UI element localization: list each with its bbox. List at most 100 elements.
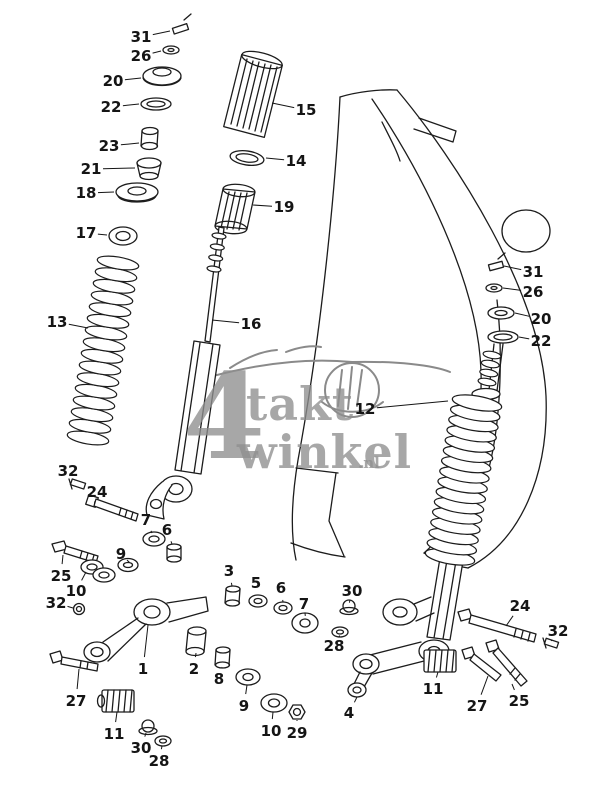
spring-coils xyxy=(66,232,503,566)
part-label-31: 31 xyxy=(523,263,544,281)
leader-line-20 xyxy=(514,312,530,317)
leader-line-12 xyxy=(376,400,449,409)
leader-line-11 xyxy=(115,711,118,723)
part-label-5: 5 xyxy=(251,574,261,592)
part-label-30: 30 xyxy=(342,582,363,600)
part-label-27: 27 xyxy=(66,692,87,710)
part-label-13: 13 xyxy=(47,313,68,331)
part-label-19: 19 xyxy=(274,198,295,216)
leader-line-25 xyxy=(61,554,64,565)
leader-line-15 xyxy=(271,102,295,109)
leader-line-26 xyxy=(502,287,522,291)
bottom-link-right xyxy=(423,608,560,687)
leader-line-30 xyxy=(144,732,147,737)
leader-line-30 xyxy=(348,599,351,603)
part-label-16: 16 xyxy=(241,315,262,333)
leader-line-22 xyxy=(122,103,140,107)
leader-line-21 xyxy=(102,167,136,170)
leader-line-11 xyxy=(435,671,439,678)
part-label-11: 11 xyxy=(104,725,125,743)
bottom-link-left xyxy=(49,478,359,747)
watermark-numeral: 4 xyxy=(183,347,265,486)
watermark: 4 takt winkel .nl xyxy=(183,347,412,486)
part-label-29: 29 xyxy=(287,724,308,742)
leader-line-31 xyxy=(503,265,522,271)
part-label-3: 3 xyxy=(224,562,234,580)
leader-line-1 xyxy=(143,624,149,658)
part-label-2: 2 xyxy=(189,660,199,678)
part-label-32: 32 xyxy=(46,594,67,612)
part-label-21: 21 xyxy=(81,160,102,178)
part-label-1: 1 xyxy=(138,660,148,678)
part-label-4: 4 xyxy=(344,704,354,722)
part-label-17: 17 xyxy=(76,224,97,242)
leader-line-24 xyxy=(93,500,96,504)
leader-line-32 xyxy=(550,639,553,642)
leader-line-3 xyxy=(230,582,233,587)
leader-line-9 xyxy=(126,559,130,563)
damper-assembly xyxy=(145,50,283,520)
part-label-31: 31 xyxy=(131,28,152,46)
part-label-6: 6 xyxy=(162,521,172,539)
leader-line-28 xyxy=(338,635,341,638)
leader-line-27 xyxy=(76,668,80,690)
leader-line-19 xyxy=(252,204,273,207)
leader-line-9 xyxy=(245,684,248,695)
handlebar-art xyxy=(212,345,451,418)
part-label-27: 27 xyxy=(467,697,488,715)
part-label-7: 7 xyxy=(299,595,309,613)
leader-line-7 xyxy=(150,530,153,534)
part-label-22: 22 xyxy=(531,332,552,350)
part-label-8: 8 xyxy=(214,670,224,688)
leader-line-31 xyxy=(152,30,171,36)
leader-line-32 xyxy=(67,605,74,609)
part-label-9: 9 xyxy=(239,697,249,715)
part-label-30: 30 xyxy=(131,739,152,757)
part-label-10: 10 xyxy=(261,722,282,740)
part-label-6: 6 xyxy=(276,579,286,597)
part-label-12: 12 xyxy=(355,400,376,418)
leader-line-13 xyxy=(68,323,89,329)
watermark-word-top: takt xyxy=(246,377,354,431)
part-label-24: 24 xyxy=(510,597,531,615)
part-label-15: 15 xyxy=(296,101,317,119)
part-label-25: 25 xyxy=(509,692,530,710)
steering-stem-parts xyxy=(108,13,192,246)
rear-fork-leg xyxy=(347,252,519,698)
leader-line-24 xyxy=(505,615,514,627)
leader-line-17 xyxy=(97,233,108,236)
watermark-word-bottom: winkel xyxy=(236,425,412,479)
part-label-25: 25 xyxy=(51,567,72,585)
part-label-18: 18 xyxy=(76,184,97,202)
part-label-14: 14 xyxy=(286,152,307,170)
part-label-23: 23 xyxy=(99,137,120,155)
part-labels: 3126202223211817131514191612312620223224… xyxy=(46,28,569,770)
line-art xyxy=(49,13,560,747)
leader-line-6 xyxy=(170,541,173,545)
leader-line-20 xyxy=(124,77,142,81)
part-label-11: 11 xyxy=(423,680,444,698)
part-label-26: 26 xyxy=(131,47,152,65)
leader-line-22 xyxy=(518,336,530,340)
leader-line-27 xyxy=(480,675,489,695)
frame-outline xyxy=(290,89,551,569)
leader-line-10 xyxy=(271,711,274,720)
part-label-20: 20 xyxy=(103,72,124,90)
part-label-20: 20 xyxy=(531,310,552,328)
leader-line-16 xyxy=(211,319,240,324)
watermark-suffix: .nl xyxy=(358,454,380,472)
leader-line-18 xyxy=(97,191,115,194)
leader-line-23 xyxy=(120,142,140,146)
part-label-22: 22 xyxy=(101,98,122,116)
leader-line-28 xyxy=(160,745,163,750)
leader-line-25 xyxy=(511,683,515,691)
part-label-10: 10 xyxy=(66,582,87,600)
part-label-26: 26 xyxy=(523,283,544,301)
leader-line-14 xyxy=(265,157,285,161)
leader-line-2 xyxy=(195,652,197,658)
part-label-32: 32 xyxy=(548,622,569,640)
part-label-28: 28 xyxy=(324,637,345,655)
part-label-28: 28 xyxy=(149,752,170,770)
